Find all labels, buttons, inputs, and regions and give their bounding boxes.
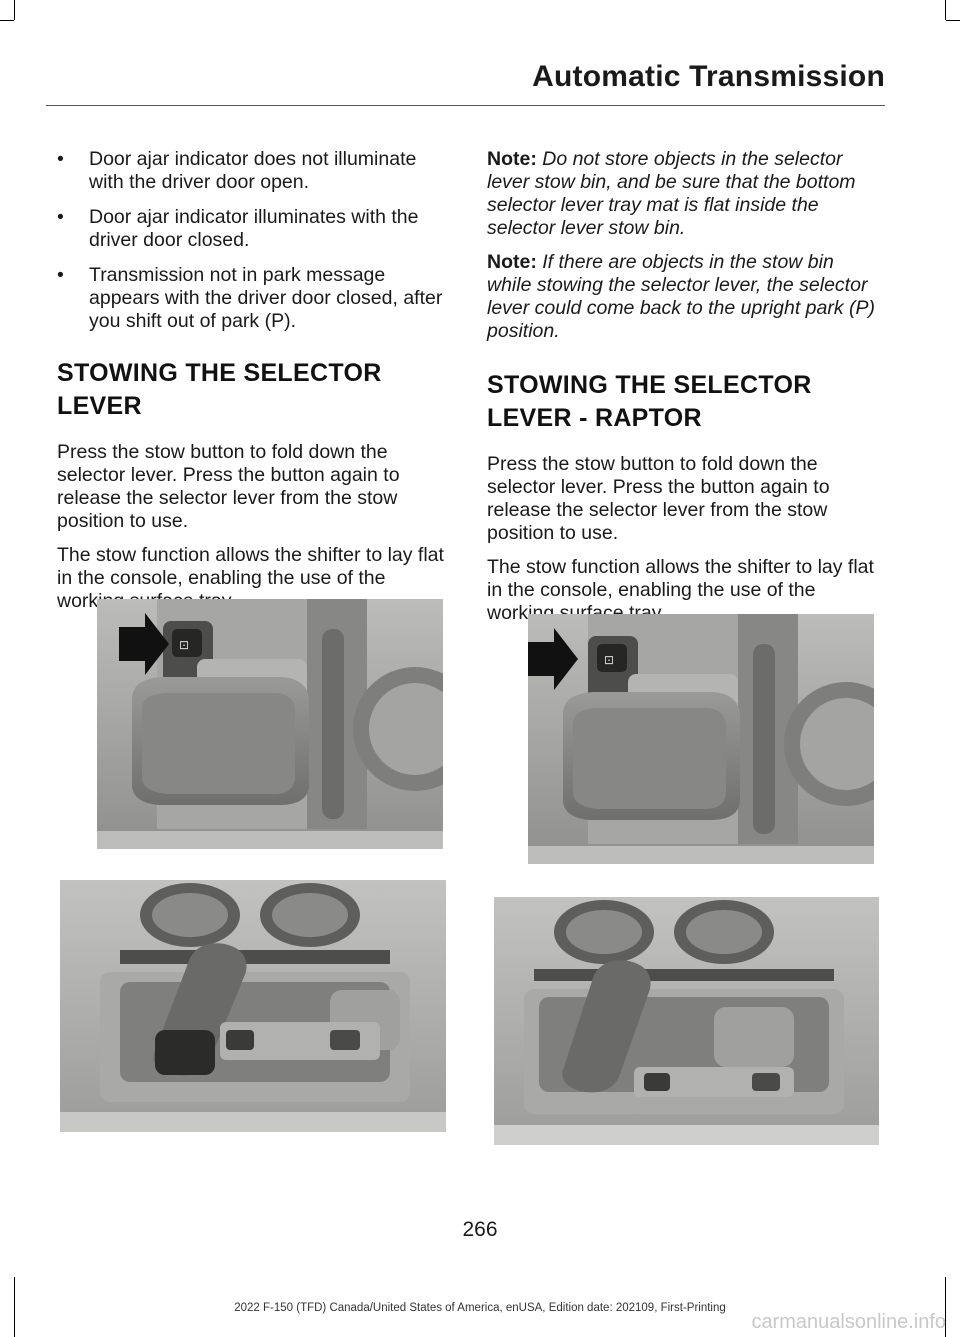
crop-mark xyxy=(945,0,946,20)
note: Note: If there are objects in the stow b… xyxy=(487,251,876,342)
crop-mark xyxy=(14,0,15,20)
crop-mark xyxy=(946,20,960,21)
note: Note: Do not store objects in the select… xyxy=(487,148,856,239)
raptor-stowed-lever-illustration xyxy=(494,897,879,1145)
svg-text:⊡: ⊡ xyxy=(179,638,189,652)
header-divider xyxy=(46,105,885,106)
list-item: •Transmission not in park message appear… xyxy=(57,264,443,332)
stow-button-illustration: ⊡ xyxy=(97,599,443,849)
crop-mark xyxy=(14,1277,15,1337)
bullet-list: •Door ajar indicator does not illuminate… xyxy=(57,148,452,333)
crop-mark xyxy=(945,1277,946,1337)
svg-text:⊡: ⊡ xyxy=(604,653,614,667)
page-title: Automatic Transmission xyxy=(532,60,885,93)
left-column: •Door ajar indicator does not illuminate… xyxy=(57,148,452,613)
stowed-lever-illustration xyxy=(60,880,446,1132)
page-number: 266 xyxy=(462,1218,498,1241)
paragraph: Press the stow button to fold down the s… xyxy=(487,453,830,544)
raptor-stow-button-illustration: ⊡ xyxy=(528,614,874,864)
watermark: carmanualsonline.info xyxy=(751,1311,946,1333)
crop-mark xyxy=(0,20,14,21)
list-item: •Door ajar indicator illuminates with th… xyxy=(57,206,419,251)
right-column: Note: Do not store objects in the select… xyxy=(487,148,882,625)
paragraph: Press the stow button to fold down the s… xyxy=(57,441,400,532)
footer-text: 2022 F-150 (TFD) Canada/United States of… xyxy=(234,1302,726,1314)
list-item: •Door ajar indicator does not illuminate… xyxy=(57,148,417,193)
